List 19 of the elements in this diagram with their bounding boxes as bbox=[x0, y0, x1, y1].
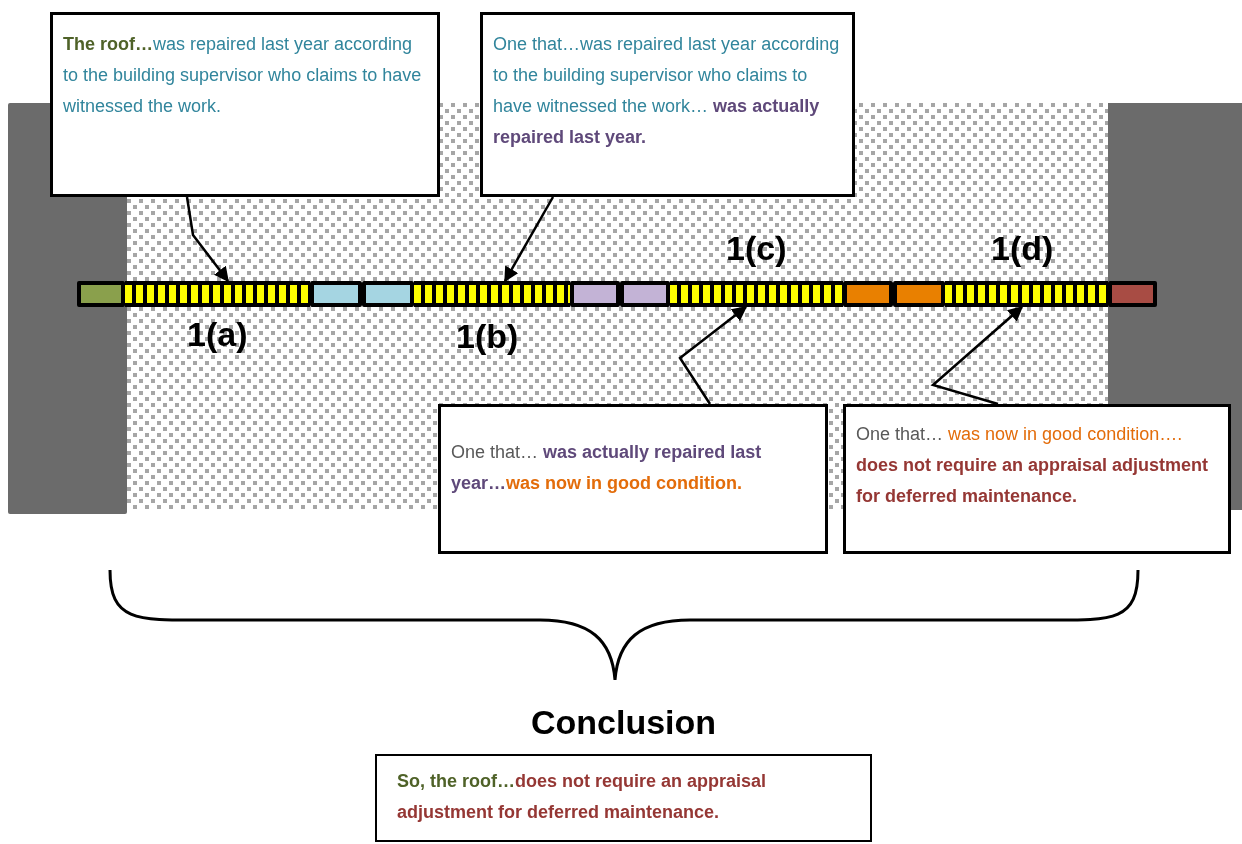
segment-label: 1(d) bbox=[991, 231, 1054, 265]
conclusion-text: So, the roof…does not require an appraisal adjustment for deferred maintenance. bbox=[397, 770, 768, 824]
striped-beam-segment bbox=[125, 281, 310, 307]
callout-text: One that… was actually repaired last year…was now in good condition. bbox=[451, 441, 763, 495]
arrow bbox=[503, 196, 555, 283]
callout-box bbox=[843, 404, 1231, 554]
conclusion-heading: Conclusion bbox=[530, 702, 717, 743]
callout-box bbox=[480, 12, 855, 197]
callout-box bbox=[438, 404, 828, 554]
segment-label: 1(a) bbox=[187, 317, 248, 351]
striped-beam-segment bbox=[945, 281, 1108, 307]
callout-text: One that… was now in good condition…. does not require an appraisal adjustment for deferred maintenance. bbox=[856, 423, 1210, 508]
segment-label: 1(b) bbox=[456, 319, 519, 353]
striped-beam-segment bbox=[670, 281, 843, 307]
callout-text: The roof…was repaired last year according to the building supervisor who claims to have witnessed the work. bbox=[63, 33, 423, 118]
segment-label: 1(c) bbox=[726, 231, 787, 265]
striped-beam-segment bbox=[414, 281, 570, 307]
callout-box bbox=[50, 12, 440, 197]
callout-text: One that…was repaired last year according to the building supervisor who claims to have witnessed the work… was actually repaired last year. bbox=[493, 33, 841, 149]
